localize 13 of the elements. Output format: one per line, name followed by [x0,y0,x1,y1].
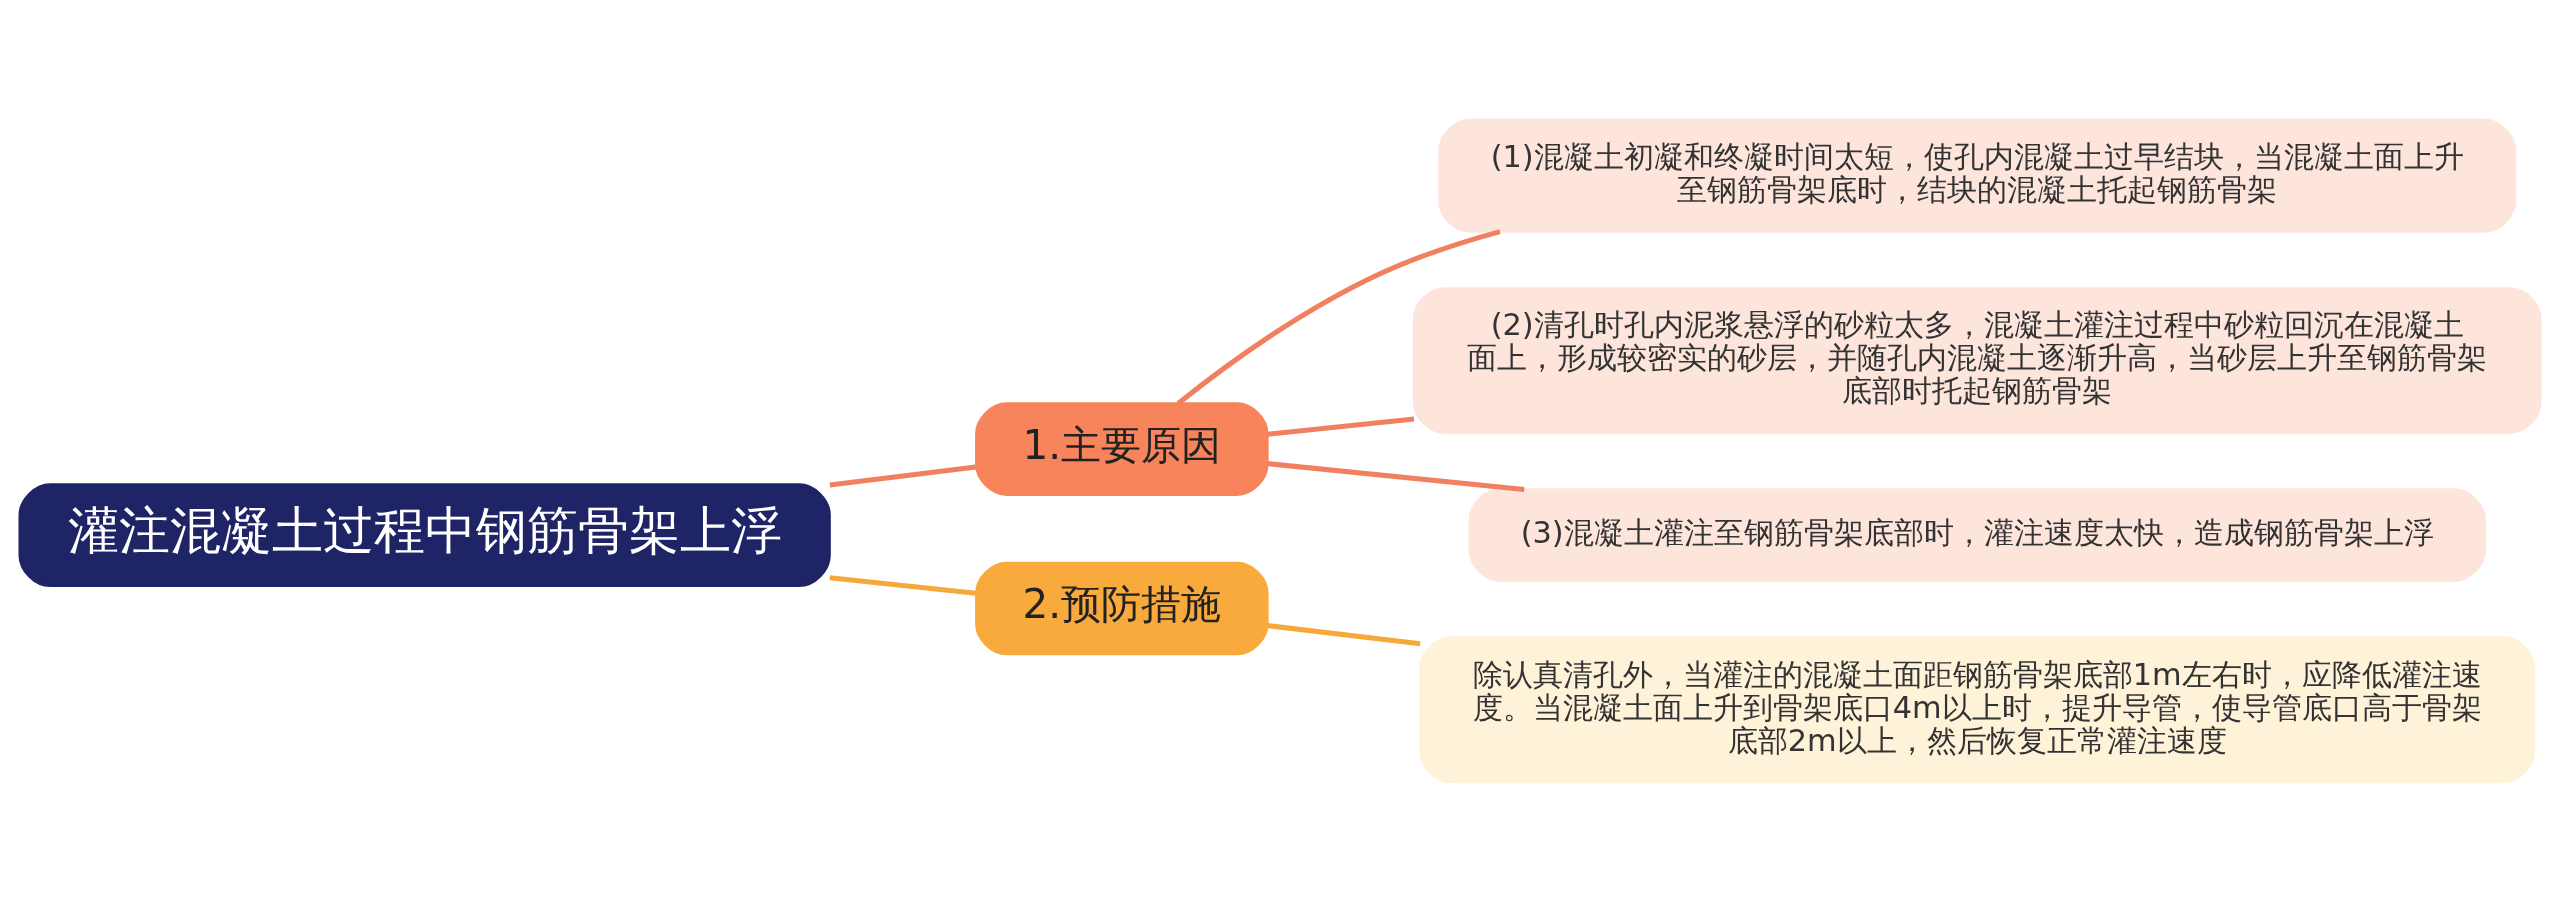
connector [1267,461,1525,493]
connector [829,464,977,488]
node-box: (1)混凝土初凝和终凝时间太短，使孔内混凝土过早结块，当混凝土面上升至钢筋骨架底时，结块的混凝土托起钢筋骨架 [1438,118,2517,233]
node-box: 灌注混凝土过程中钢筋骨架上浮 [18,483,831,588]
node-box: (3)混凝土灌注至钢筋骨架底部时，灌注速度太快，造成钢筋骨架上浮 [1468,488,2486,582]
connector [829,575,977,596]
connector [1176,229,1501,406]
connector [1267,623,1421,647]
node-box: 除认真清孔外，当灌注的混凝土面距钢筋骨架底部1m左右时，应降低灌注速度。当混凝土面上升到骨架底口4m以上时，提升导管，使导管底口高于骨架底部2m以上，然后恢复正常灌注速度 [1419,636,2536,784]
node-box: 1.主要原因 [975,402,1269,496]
connector [1267,416,1415,437]
node-box: (2)清孔时孔内泥浆悬浮的砂粒太多，混凝土灌注过程中砂粒回沉在混凝土面上，形成较密实的砂层，并随孔内混凝土逐渐升高，当砂层上升至钢筋骨架底部时托起钢筋骨架 [1412,287,2542,434]
node-box: 2.预防措施 [975,561,1269,656]
